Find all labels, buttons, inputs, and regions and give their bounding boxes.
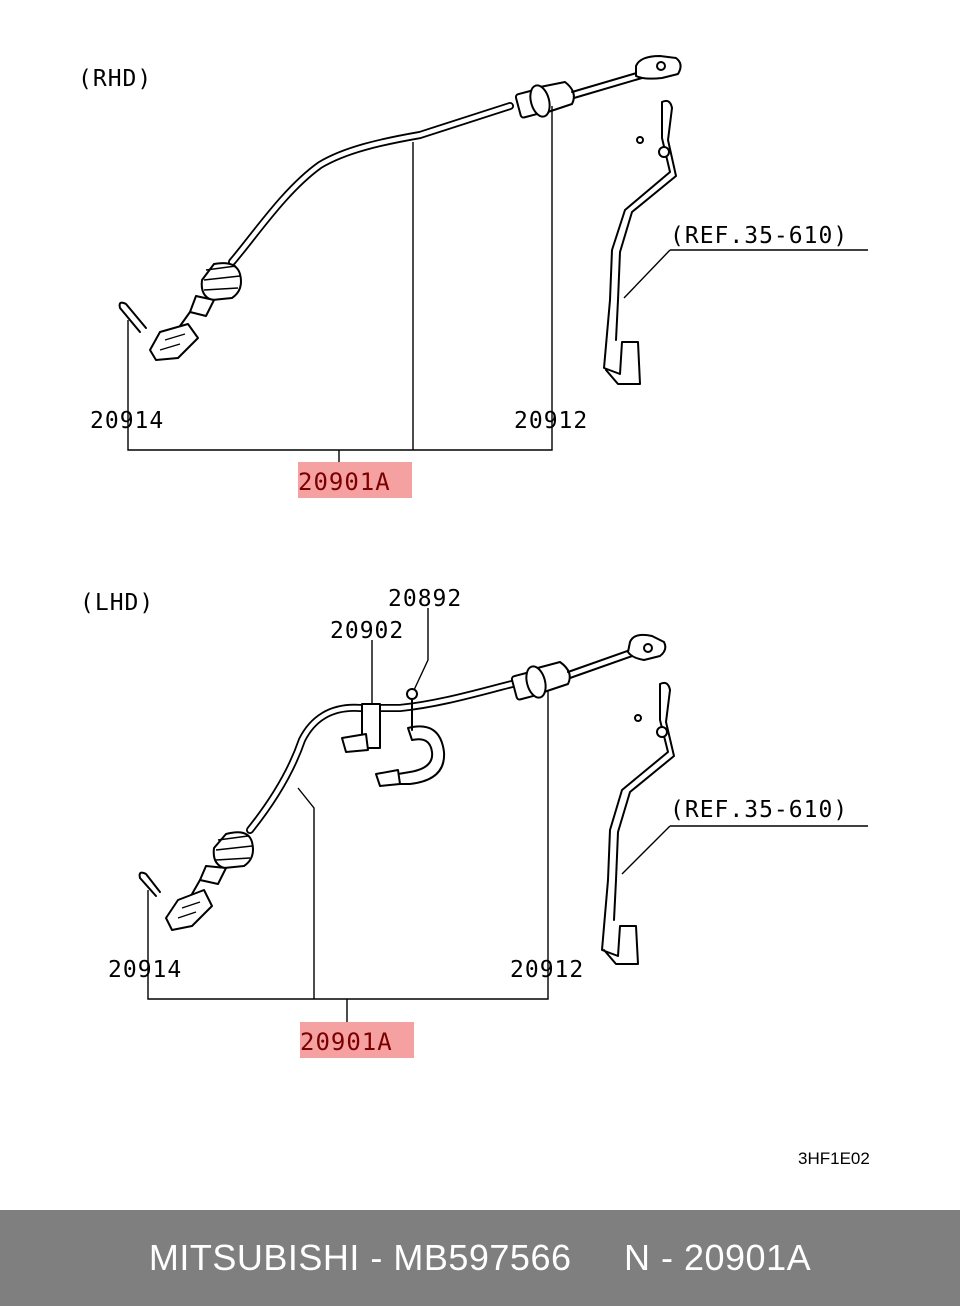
rhd-part-20914: 20914 bbox=[90, 408, 164, 434]
lhd-bracket-20902 bbox=[341, 703, 381, 753]
lhd-transmission-end bbox=[165, 831, 254, 931]
lhd-clip-20914 bbox=[138, 871, 161, 897]
rhd-pedal-end-fitting bbox=[514, 55, 682, 119]
lhd-ref-label: (REF.35-610) bbox=[670, 797, 848, 823]
parts-diagram: (RHD) bbox=[78, 55, 870, 1168]
lhd-pedal bbox=[601, 681, 675, 965]
rhd-pedal bbox=[603, 99, 677, 385]
lhd-clamp-20892 bbox=[375, 688, 446, 787]
lhd-part-20902: 20902 bbox=[330, 618, 404, 644]
lhd-part-20892: 20892 bbox=[388, 586, 462, 612]
lhd-pedal-end-fitting bbox=[510, 633, 667, 701]
footer-part-number: MITSUBISHI - MB597566 N - 20901A bbox=[148, 1237, 812, 1278]
lhd-section: (LHD) bbox=[80, 586, 868, 1058]
rhd-assembly-highlight bbox=[298, 462, 412, 498]
rhd-section: (RHD) bbox=[78, 55, 868, 498]
rhd-ref-label: (REF.35-610) bbox=[670, 223, 848, 249]
rhd-section-label: (RHD) bbox=[78, 66, 152, 92]
rhd-part-20912: 20912 bbox=[514, 408, 588, 434]
lhd-assembly-highlight bbox=[300, 1022, 414, 1058]
lhd-part-20914: 20914 bbox=[108, 957, 182, 983]
footer-bar: MITSUBISHI - MB597566 N - 20901A bbox=[0, 1210, 960, 1306]
rhd-clip-20914 bbox=[118, 301, 147, 333]
lhd-assembly-label: 20901A bbox=[300, 1028, 393, 1056]
rhd-transmission-end bbox=[149, 262, 242, 361]
lhd-part-20912: 20912 bbox=[510, 957, 584, 983]
diagram-code: 3HF1E02 bbox=[798, 1149, 870, 1168]
lhd-section-label: (LHD) bbox=[80, 590, 154, 616]
rhd-assembly-label: 20901A bbox=[298, 468, 391, 496]
